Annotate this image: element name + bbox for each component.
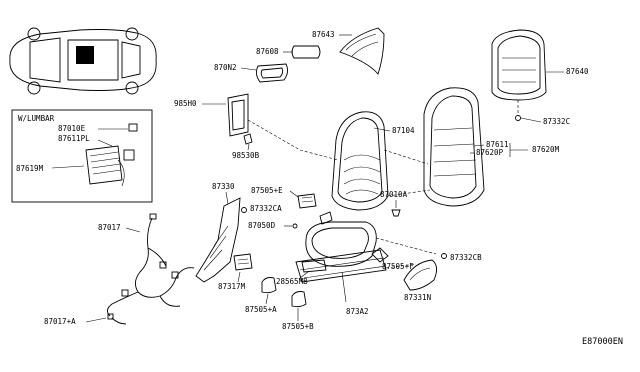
part-87643-group: 87643 — [312, 27, 385, 75]
label-87620P: 87620P — [476, 148, 504, 157]
diagram-code: E87000EN — [582, 337, 623, 347]
inset-title: W/LUMBAR — [18, 114, 55, 123]
label-87643: 87643 — [312, 30, 335, 39]
label-87611PL: 87611PL — [58, 134, 90, 143]
label-87017: 87017 — [98, 223, 121, 232]
label-87332CB: 87332CB — [450, 253, 482, 262]
label-87050D: 87050D — [248, 221, 276, 230]
part-87505E-group: 87505+E — [251, 186, 317, 209]
label-87640: 87640 — [566, 67, 589, 76]
part-87640-group: 87640 87332C — [491, 29, 589, 126]
label-87505F: 87505+F — [382, 262, 414, 271]
lumbar-support-part — [85, 145, 125, 187]
label-87104: 87104 — [392, 126, 415, 135]
part-87505F-group: 87505+F — [371, 247, 414, 271]
part-87505A-group: 87505+A — [245, 277, 277, 314]
label-87505E: 87505+E — [251, 186, 283, 195]
label-87619M: 87619M — [16, 164, 44, 173]
part-87332CA-group: 87332CA — [241, 204, 282, 213]
label-87330: 87330 — [212, 182, 235, 191]
car-locator-illustration — [9, 27, 157, 95]
label-87505A: 87505+A — [245, 305, 277, 314]
label-87611: 87611 — [486, 140, 509, 149]
label-873A2: 873A2 — [346, 307, 369, 316]
label-87332CA: 87332CA — [250, 204, 282, 213]
highlighted-seat-marker — [76, 46, 94, 64]
part-87608-group: 87608 — [256, 45, 321, 59]
part-87331N-group: 87331N — [403, 259, 437, 302]
label-87010A: 87010A — [380, 190, 408, 199]
part-87332CB-group: 87332CB — [441, 253, 482, 262]
part-87611-group: 87611 87620P 87620M — [423, 87, 560, 207]
lumbar-inset: W/LUMBAR 87010E 87611PL 87619M — [11, 109, 153, 203]
label-28565MB: 28565MB — [276, 277, 308, 286]
part-28565MB-group: 28565MB — [276, 259, 327, 286]
label-870N2: 870N2 — [214, 63, 237, 72]
label-87505B: 87505+B — [282, 322, 314, 331]
label-87608: 87608 — [256, 47, 279, 56]
label-985H0: 985H0 — [174, 99, 197, 108]
wire-harness-87017: 87017 87017+A — [44, 213, 195, 326]
label-87331N: 87331N — [404, 293, 431, 302]
label-87317M: 87317M — [218, 282, 246, 291]
label-87620M: 87620M — [532, 145, 560, 154]
part-873A2-group: 873A2 — [341, 271, 369, 316]
seat-cushion-frame — [295, 211, 437, 283]
label-98530B: 98530B — [232, 151, 260, 160]
part-87010A-group: 87010A — [380, 190, 408, 217]
part-87317M-group: 87317M — [218, 253, 253, 291]
part-87505B-group: 87505+B — [282, 291, 314, 331]
label-87010E: 87010E — [58, 124, 86, 133]
label-87332C: 87332C — [543, 117, 570, 126]
part-87050D-group: 87050D — [248, 221, 298, 230]
part-985H0-group: 985H0 98530B — [174, 93, 339, 161]
part-87104-group: 87104 — [331, 111, 431, 211]
part-87330-group: 87330 — [195, 182, 241, 283]
part-870N2-group: 870N2 — [214, 63, 289, 83]
label-87017A: 87017+A — [44, 317, 76, 326]
